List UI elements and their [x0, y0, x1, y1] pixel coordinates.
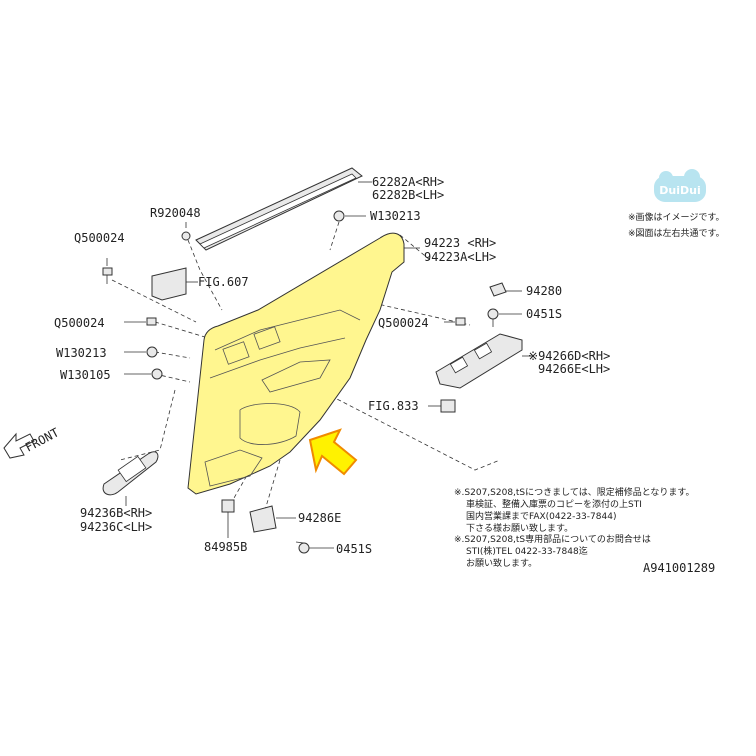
note-line: ※.S207,S208,tS専用部品についてのお問合せは — [454, 533, 651, 545]
part-label-62282b: 62282B<LH> — [372, 188, 444, 202]
part-label-94266e: 94266E<LH> — [538, 362, 610, 376]
clip-icon — [221, 499, 235, 538]
part-label-94236b: 94236B<RH> — [80, 506, 152, 520]
part-label-94223: 94223 <RH> — [424, 236, 496, 250]
part-label-w130213: W130213 — [56, 346, 107, 360]
clip-icon — [124, 368, 163, 380]
note-line: 車検証、整備入庫票のコピーを添付の上STI — [466, 498, 642, 510]
note-line: お願い致します。 — [466, 557, 537, 569]
screw-icon — [102, 258, 113, 284]
note-line: 国内営業課までFAX(0422-33-7844) — [466, 510, 616, 522]
clip-icon — [181, 222, 191, 241]
diagram-code: A941001289 — [643, 561, 715, 575]
part-label-fig607: FIG.607 — [198, 275, 249, 289]
part-label-94280: 94280 — [526, 284, 562, 298]
part-label-w130105: W130105 — [60, 368, 111, 382]
bracket-part — [249, 505, 296, 533]
highlight-arrow-icon — [308, 428, 358, 476]
door-trim-panel — [187, 232, 420, 495]
pad-part — [489, 282, 522, 297]
bracket-part — [151, 267, 198, 301]
note-image: ※画像はイメージです。 — [628, 211, 724, 223]
logo-text: DuiDui — [659, 184, 700, 197]
part-label-0451s: 0451S — [336, 542, 372, 556]
part-label-62282a: 62282A<RH> — [372, 175, 444, 189]
note-shared: ※図面は左右共通です。 — [628, 227, 725, 239]
part-label-94223a: 94223A<LH> — [424, 250, 496, 264]
front-arrow-icon — [3, 432, 35, 459]
shop-logo: DuiDui — [654, 169, 706, 202]
part-label-fig833: FIG.833 — [368, 399, 419, 413]
screw-icon — [487, 308, 522, 327]
note-line: 下さる様お願い致します。 — [466, 522, 573, 534]
note-line: ※.S207,S208,tSにつきましては、限定補修品となります。 — [454, 486, 695, 498]
guide-lines — [111, 221, 501, 511]
clip-icon — [124, 346, 158, 358]
part-label-q500024: Q500024 — [74, 231, 125, 245]
note-line: STI(株)TEL 0422-33-7848迄 — [466, 545, 588, 557]
part-label-q500024: Q500024 — [54, 316, 105, 330]
part-label-94236c: 94236C<LH> — [80, 520, 152, 534]
part-label-94266d: ※94266D<RH> — [528, 349, 610, 363]
front-label: FRONT — [23, 425, 61, 454]
handle-cover-part — [102, 451, 159, 506]
screw-icon — [295, 541, 334, 554]
part-label-q500024: Q500024 — [378, 316, 429, 330]
switch-panel-part — [435, 333, 534, 389]
clip-icon — [333, 210, 366, 222]
screw-icon — [444, 317, 466, 326]
connector-part — [428, 399, 456, 413]
part-label-w130213: W130213 — [370, 209, 421, 223]
weatherstrip-part — [195, 167, 372, 251]
part-label-0451s: 0451S — [526, 307, 562, 321]
part-label-94286e: 94286E — [298, 511, 341, 525]
part-label-r920048: R920048 — [150, 206, 201, 220]
screw-icon — [124, 317, 157, 326]
part-label-84985b: 84985B — [204, 540, 247, 554]
